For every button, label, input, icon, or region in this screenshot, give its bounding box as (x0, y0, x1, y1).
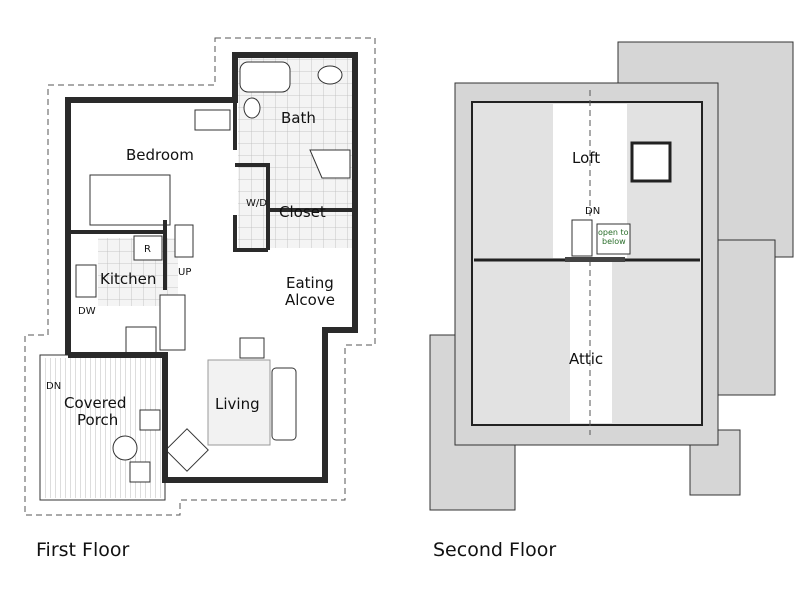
room-label-loft: Loft (572, 149, 600, 167)
room-label-bath: Bath (281, 109, 316, 127)
room-label-eating-line2: Alcove (285, 291, 335, 309)
room-label-kitchen: Kitchen (100, 270, 156, 288)
note-open-to-line2: below (602, 237, 626, 246)
room-label-closet: Closet (279, 203, 326, 221)
room-label-attic: Attic (569, 350, 603, 368)
porch-chair-icon (139, 409, 161, 431)
label-stairs-down: DN (585, 206, 600, 217)
stove-icon (125, 326, 157, 354)
label-stairs-up: UP (178, 267, 191, 278)
sink-icon (317, 65, 343, 85)
porch-table-icon (112, 435, 138, 461)
label-refrigerator: R (144, 244, 151, 255)
caption-second-floor: Second Floor (433, 539, 556, 561)
interior-walls (68, 100, 355, 290)
room-label-eating-line1: Eating (286, 274, 334, 292)
exterior-walls (65, 52, 358, 483)
room-label-porch-line1: Covered (64, 394, 126, 412)
stairs-icon (174, 224, 194, 258)
living-rug (207, 359, 271, 446)
bed-icon (89, 174, 171, 226)
stairs-icon (571, 219, 593, 257)
bathtub-icon (239, 61, 291, 93)
stove-heater-icon (165, 428, 209, 472)
label-washer-dryer: W/D (246, 198, 267, 209)
dresser-icon (194, 109, 231, 131)
room-label-porch-line2: Porch (77, 411, 118, 429)
note-open-to-line1: open to (598, 228, 629, 237)
room-label-living: Living (215, 395, 260, 413)
refrigerator-icon (133, 235, 163, 261)
room-label-bedroom: Bedroom (126, 146, 194, 164)
attic-walkway (570, 262, 612, 423)
living-chair-icon (239, 337, 265, 359)
skylight-icon (630, 141, 672, 183)
loft-railing (565, 257, 625, 262)
open-to-below-area (596, 223, 631, 255)
first-floor-plan: Bath Bedroom W/D Closet R Kitchen UP Eat… (24, 37, 376, 561)
label-stairs-down: DN (46, 381, 61, 392)
label-dishwasher: DW (78, 306, 96, 317)
caption-first-floor: First Floor (36, 539, 129, 561)
shower-icon (309, 149, 351, 179)
second-floor-plan: Loft DN open to below Attic Second Floor (429, 41, 794, 561)
kitchen-sink-icon (75, 264, 97, 298)
roof-outline (24, 37, 376, 516)
toilet-icon (243, 97, 261, 119)
porch-chair-icon (129, 461, 151, 483)
counter-bar-icon (159, 294, 186, 351)
sofa-icon (271, 367, 297, 441)
